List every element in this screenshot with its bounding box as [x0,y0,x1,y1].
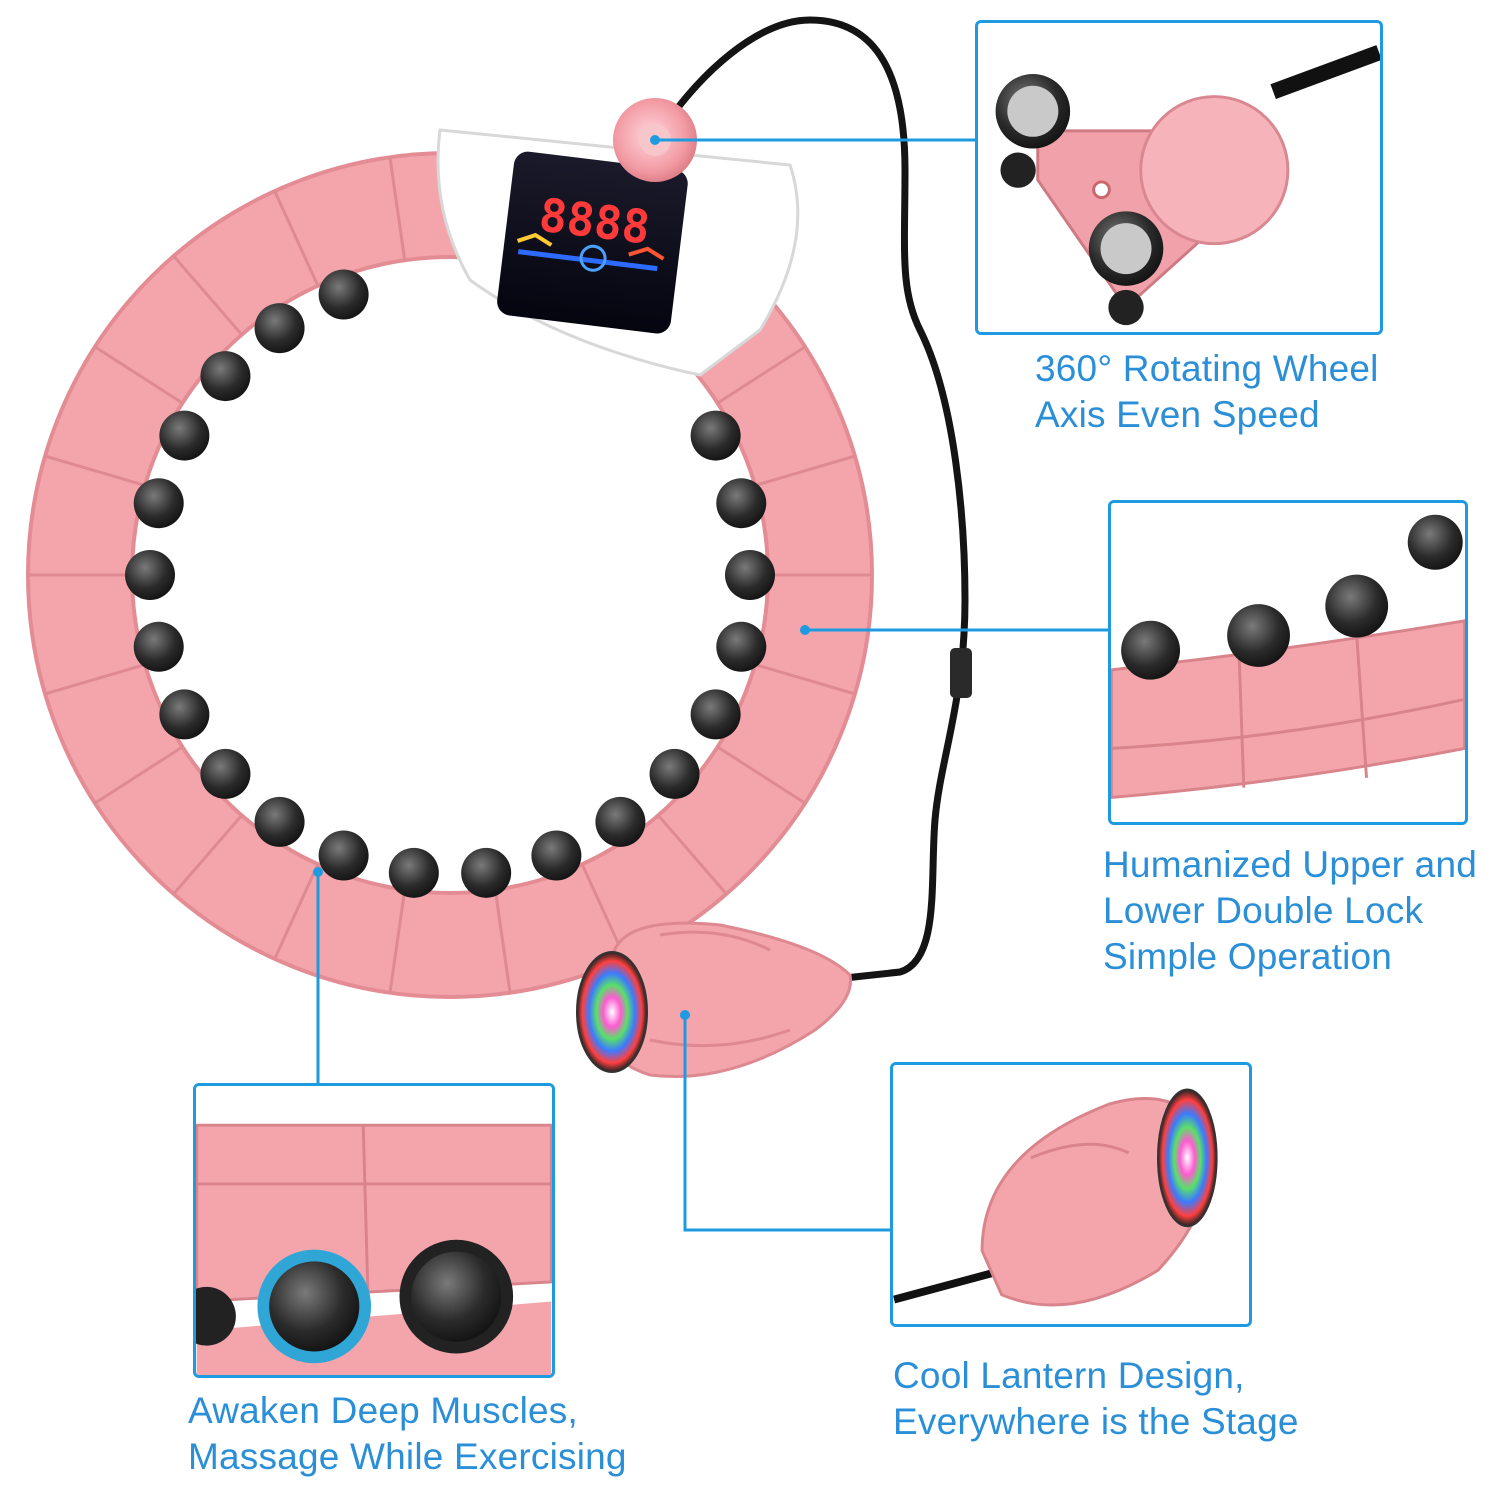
massage-node-icon [595,796,646,847]
wheel-icon [995,74,1071,149]
rotating-wheel-detail-image [978,23,1380,332]
massage-node-icon [716,621,767,672]
hoop-segment-divider [657,814,728,895]
massage-nodes [125,269,775,898]
hoop-segment-divider [94,345,184,405]
counter-unit: 8888 [436,128,800,377]
massage-node-icon [125,550,175,600]
led-lamp [576,951,648,1073]
massage-node-icon [1325,574,1389,638]
massage-node-icon [254,796,305,847]
hoop-segment-divider [388,889,407,993]
lantern-detail-image [893,1065,1248,1324]
massage-node-icon [690,410,741,461]
massage-node-icon [399,1239,514,1354]
massage-node-icon [461,847,512,898]
caption-rotating-wheel: 360° Rotating Wheel Axis Even Speed [1035,348,1379,435]
massage-node-icon [1227,604,1290,667]
caption-lantern: Cool Lantern Design, Everywhere is the S… [893,1355,1299,1442]
detail-box-rotating-wheel [975,20,1383,335]
massage-node-icon [200,748,251,799]
lcd-screen [497,151,688,334]
hoop-segment-divider [716,745,806,805]
massage-detail-image [196,1086,552,1375]
led-lamp-detail [1157,1088,1218,1228]
hoop-segment-divider [44,454,146,487]
wheel-icon [1088,211,1164,286]
rope-clip [950,648,972,698]
massage-node-icon [388,847,439,898]
hoop-segment-divider [716,345,806,405]
callout-connectors [316,138,1108,1232]
hoop-segment-divider [493,889,512,993]
hoop-segment-divider [172,255,243,336]
hoop-segment-divider [44,663,146,696]
massage-node-icon [725,550,775,600]
massage-node-icon [1407,514,1463,570]
massage-node-icon [200,351,251,402]
massage-node-icon [159,410,210,461]
detail-box-lantern [890,1062,1252,1327]
massage-node-icon [1121,620,1181,680]
massage-node-icon [257,1249,372,1364]
hoop-segment-divider [172,814,243,895]
lantern-weight [576,921,853,1079]
hoop-segment-divider [754,663,856,696]
detail-box-massage [193,1083,555,1378]
hoop-segment-divider [94,745,184,805]
massage-node-icon [318,830,369,881]
massage-node-icon [531,830,582,881]
massage-node-icon [159,689,210,740]
double-lock-detail-image [1111,503,1465,822]
massage-node-icon [716,478,767,529]
hoop-segment-divider [754,454,856,487]
detail-box-double-lock [1108,500,1468,825]
massage-node-icon [254,303,305,354]
massage-node-icon [649,748,700,799]
caption-double-lock: Humanized Upper and Lower Double Lock Si… [1103,844,1478,977]
hoop-segment-divider [273,863,320,960]
caption-massage: Awaken Deep Muscles, Massage While Exerc… [188,1390,627,1477]
massage-node-icon [690,689,741,740]
hoop-segment-divider [273,190,320,287]
lcd-digits: 8888 [536,188,653,255]
massage-node-icon [133,478,184,529]
massage-node-icon [133,621,184,672]
weight-rope [651,16,969,982]
massage-node-icon [318,269,369,320]
hoop-segment-divider [388,157,407,261]
